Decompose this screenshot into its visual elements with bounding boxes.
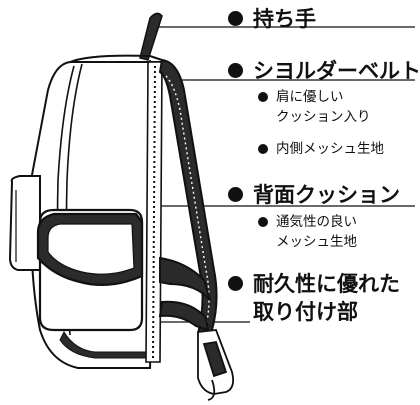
strap-buckle	[197, 329, 235, 401]
back-cushion-band	[145, 61, 163, 363]
front-pocket	[36, 208, 144, 332]
bullet-icon	[228, 186, 243, 202]
side-pocket	[8, 175, 41, 271]
label-shoulder-belt: シヨルダーベルト	[228, 55, 420, 85]
label-attachment: 耐久性に優れた	[228, 268, 400, 298]
bullet-icon	[258, 144, 268, 154]
shoulder-belt-notes: 肩に優しい クッション入り 内側メッシュ生地	[258, 87, 384, 159]
bullet-icon	[258, 217, 268, 227]
label-back-cushion: 背面クッション	[228, 179, 400, 209]
bullet-icon	[228, 10, 243, 26]
bullet-icon	[228, 275, 243, 291]
strap-attachment	[158, 256, 211, 332]
label-handle: 持ち手	[228, 3, 316, 33]
label-attachment-line2: 取り付け部	[253, 300, 358, 324]
bullet-icon	[228, 62, 243, 78]
handle-strap	[139, 12, 163, 61]
back-cushion-notes: 通気性の良い メッシュ生地	[258, 212, 357, 252]
bullet-icon	[258, 92, 268, 102]
